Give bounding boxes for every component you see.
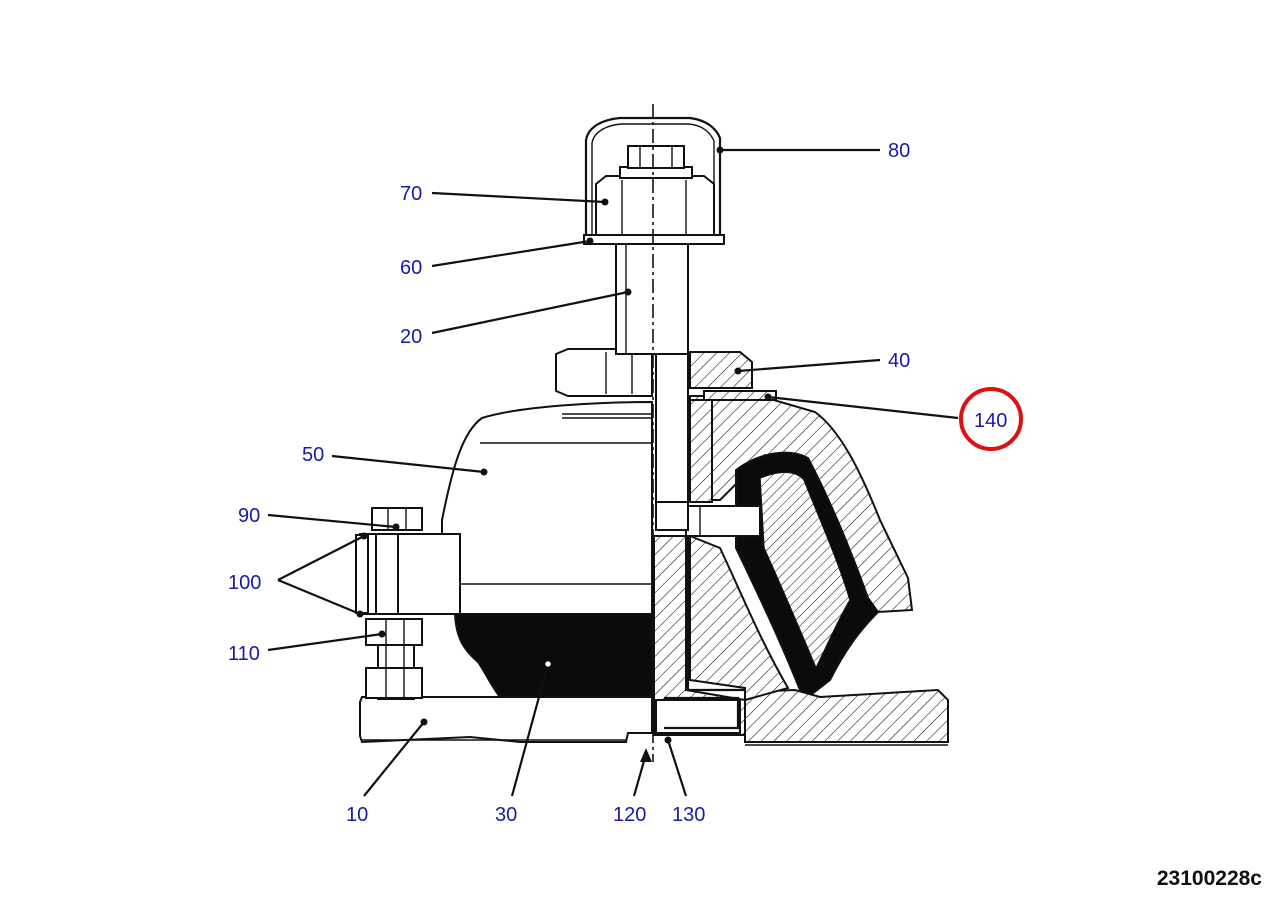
callout-90[interactable]: 90 bbox=[238, 505, 260, 527]
callout-80[interactable]: 80 bbox=[888, 140, 910, 162]
callout-20[interactable]: 20 bbox=[400, 326, 422, 348]
leader-lines bbox=[267, 146, 959, 797]
adjusting-bolt-head bbox=[371, 507, 423, 531]
callout-40[interactable]: 40 bbox=[888, 350, 910, 372]
callout-130[interactable]: 130 bbox=[672, 804, 705, 826]
callout-60[interactable]: 60 bbox=[400, 257, 422, 279]
housing-hex-nut-left bbox=[555, 348, 653, 397]
callout-30[interactable]: 30 bbox=[495, 804, 517, 826]
spacer-washer bbox=[703, 390, 777, 401]
rubber-element-section bbox=[735, 451, 880, 696]
washer bbox=[583, 234, 725, 245]
callout-120[interactable]: 120 bbox=[613, 804, 646, 826]
callout-labels: 80 70 60 20 40 140 50 90 100 110 10 30 1… bbox=[228, 140, 1007, 826]
protective-cap bbox=[584, 116, 722, 236]
callout-100[interactable]: 100 bbox=[228, 572, 261, 594]
lock-nut bbox=[595, 145, 715, 236]
bolt-shank bbox=[615, 243, 689, 531]
adjusting-screw bbox=[365, 618, 423, 700]
sleeve-section bbox=[685, 399, 761, 537]
callout-70[interactable]: 70 bbox=[400, 183, 422, 205]
callout-110[interactable]: 110 bbox=[228, 643, 260, 665]
highlight-circle bbox=[959, 387, 1023, 451]
inner-core-section bbox=[653, 530, 790, 736]
callout-50[interactable]: 50 bbox=[302, 444, 324, 466]
upper-housing bbox=[441, 400, 653, 615]
base-plate bbox=[359, 696, 653, 744]
drawing-number: 23100228c bbox=[1157, 867, 1262, 890]
rubber-element bbox=[453, 613, 653, 698]
callout-10[interactable]: 10 bbox=[346, 804, 368, 826]
callout-140[interactable]: 140 bbox=[974, 410, 1007, 432]
top-nut-section bbox=[689, 351, 753, 389]
leveling-bracket bbox=[355, 533, 461, 615]
base-plate-section bbox=[744, 688, 949, 746]
